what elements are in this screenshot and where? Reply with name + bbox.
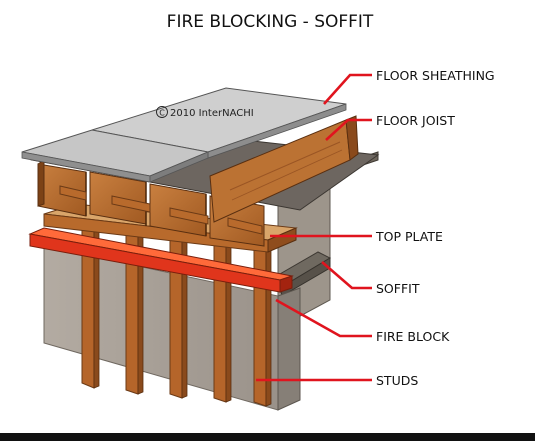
- floor-joists: [37, 115, 359, 247]
- copyright-symbol: C: [159, 109, 165, 118]
- label-fire-block: FIRE BLOCK: [376, 329, 450, 344]
- leader-lines: [256, 73, 372, 382]
- label-floor-joist: FLOOR JOIST: [376, 113, 455, 128]
- label-studs: STUDS: [376, 373, 418, 388]
- leader-floor-sheathing: [323, 73, 372, 105]
- fire-block: [28, 227, 294, 293]
- label-floor-sheathing: FLOOR SHEATHING: [376, 68, 495, 83]
- label-top-plate: TOP PLATE: [375, 229, 443, 244]
- joist-blocking: [59, 185, 263, 235]
- diagram-title: FIRE BLOCKING - SOFFIT: [167, 12, 374, 32]
- copyright-text: 2010 InterNACHI: [170, 108, 254, 119]
- stud: [253, 243, 272, 407]
- bottom-bar: [0, 433, 535, 441]
- leader-soffit: [321, 261, 372, 290]
- leader-fire-block: [275, 298, 372, 338]
- label-soffit: SOFFIT: [376, 281, 420, 296]
- callout-labels: FLOOR SHEATHING FLOOR JOIST TOP PLATE SO…: [375, 68, 495, 388]
- floor-sheathing: [21, 87, 347, 183]
- leader-floor-joist: [325, 118, 372, 141]
- floor-joist-main: [209, 115, 359, 223]
- copyright-mark: C 2010 InterNACHI: [156, 106, 254, 119]
